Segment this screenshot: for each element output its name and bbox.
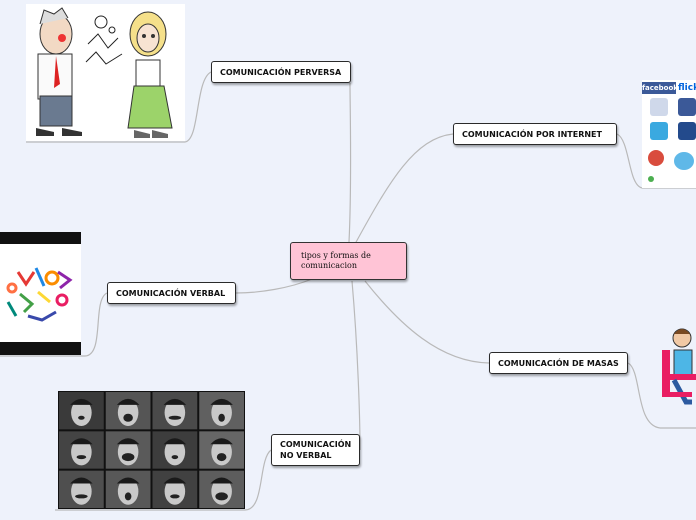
face-hair: [116, 398, 140, 405]
central-topic-label: tipos y formas de comunicacion: [301, 251, 371, 270]
link-perversa: [348, 82, 352, 243]
face-mouth: [216, 453, 227, 462]
link-internet-img: [616, 133, 643, 189]
google-icon: [648, 150, 664, 166]
face: [164, 399, 186, 427]
face: [71, 477, 92, 505]
letters-top-band: [0, 232, 81, 244]
face: [211, 438, 232, 466]
face-hair: [116, 438, 140, 445]
face-hair: [70, 398, 93, 405]
instagram-icon: [650, 98, 668, 116]
face-mouth: [78, 415, 85, 420]
face-hair: [163, 438, 187, 445]
link-no-verbal: [351, 280, 361, 451]
face-hair: [210, 477, 233, 484]
face: [164, 438, 186, 466]
face-hair: [210, 438, 233, 445]
face-hair: [163, 398, 187, 405]
node-label: COMUNICACIÓN DE MASAS: [498, 358, 619, 368]
face-mouth: [168, 415, 182, 420]
node-comunicacion-verbal[interactable]: COMUNICACIÓN VERBAL: [107, 282, 236, 304]
face-mouth: [215, 492, 228, 501]
link-internet: [354, 133, 454, 245]
face-mouth: [218, 413, 225, 422]
person-at-computer-image[interactable]: [660, 326, 696, 411]
node-comunicacion-perversa[interactable]: COMUNICACIÓN PERVERSA: [211, 61, 351, 83]
face-mouth: [124, 492, 132, 501]
link-masas-img: [627, 362, 661, 429]
node-label: COMUNICACIÓN POR INTERNET: [462, 129, 602, 139]
colorful-letters-image[interactable]: [0, 232, 81, 355]
face: [71, 438, 92, 466]
face-mouth: [171, 455, 179, 460]
facial-expressions-grid-image[interactable]: [58, 391, 245, 509]
face-hair: [116, 477, 140, 484]
face-mouth: [75, 494, 88, 499]
face-mouth: [170, 494, 180, 499]
twitter-icon: [650, 122, 668, 140]
link-perversa-img: [184, 71, 212, 143]
delicious-icon: [678, 122, 696, 140]
node-comunicacion-no-verbal[interactable]: COMUNICACIÓN NO VERBAL: [271, 434, 360, 466]
face-mouth: [121, 453, 135, 462]
face: [164, 477, 186, 505]
face: [117, 399, 139, 427]
face-mouth: [76, 455, 87, 460]
face-hair: [70, 477, 93, 484]
face-hair: [163, 477, 187, 484]
node-label: COMUNICACIÓN PERVERSA: [220, 67, 342, 77]
green-dot-icon: [648, 176, 654, 182]
central-topic[interactable]: tipos y formas de comunicacion: [290, 242, 407, 280]
letters-bottom-band: [0, 342, 81, 355]
messenger-icon: [674, 152, 694, 170]
link-verbal-img: [84, 292, 108, 357]
face: [71, 399, 92, 427]
link-nonverbal-img: [244, 449, 272, 511]
link-verbal: [235, 278, 313, 294]
flickr-logo: flickr: [678, 83, 696, 93]
face: [117, 477, 139, 505]
facebook-logo: facebook: [642, 82, 678, 94]
face: [211, 399, 232, 427]
node-comunicacion-masas[interactable]: COMUNICACIÓN DE MASAS: [489, 352, 628, 374]
face-mouth: [123, 413, 133, 422]
face-hair: [210, 398, 233, 405]
node-label: COMUNICACIÓN VERBAL: [116, 288, 226, 298]
social-media-logos-image[interactable]: facebook flickr: [642, 80, 696, 188]
link-masas: [364, 280, 490, 364]
share-icon: [678, 98, 696, 116]
face-hair: [70, 438, 93, 445]
node-comunicacion-internet[interactable]: COMUNICACIÓN POR INTERNET: [453, 123, 617, 145]
node-label: COMUNICACIÓN NO VERBAL: [280, 440, 352, 460]
cartoon-argument-image[interactable]: [26, 4, 185, 141]
